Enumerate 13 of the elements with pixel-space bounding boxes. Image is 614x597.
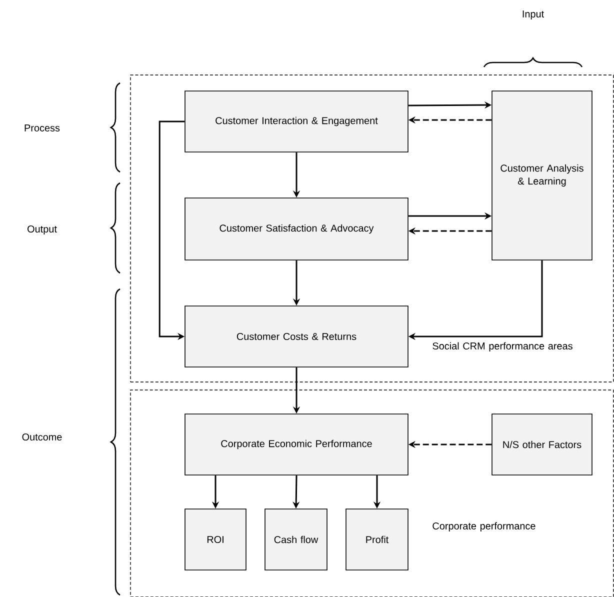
bracket-label: Outcome (22, 433, 62, 441)
process-box: Cash flow (264, 508, 328, 570)
process-box: Customer Interaction & Engagement (184, 90, 408, 152)
process-box: ROI (184, 508, 246, 570)
process-box: Customer Satisfaction & Advocacy (184, 198, 408, 260)
process-box: N/S other Factors (492, 414, 592, 476)
process-box: Corporate Economic Performance (184, 414, 408, 476)
process-box: Customer Analysis & Learning (492, 90, 592, 260)
bracket-label: Output (28, 225, 57, 234)
bracket-label: Process (24, 124, 60, 132)
bracket-label: Input (522, 10, 544, 20)
process-box: Profit (346, 508, 408, 570)
process-box: Customer Costs & Returns (184, 306, 408, 368)
